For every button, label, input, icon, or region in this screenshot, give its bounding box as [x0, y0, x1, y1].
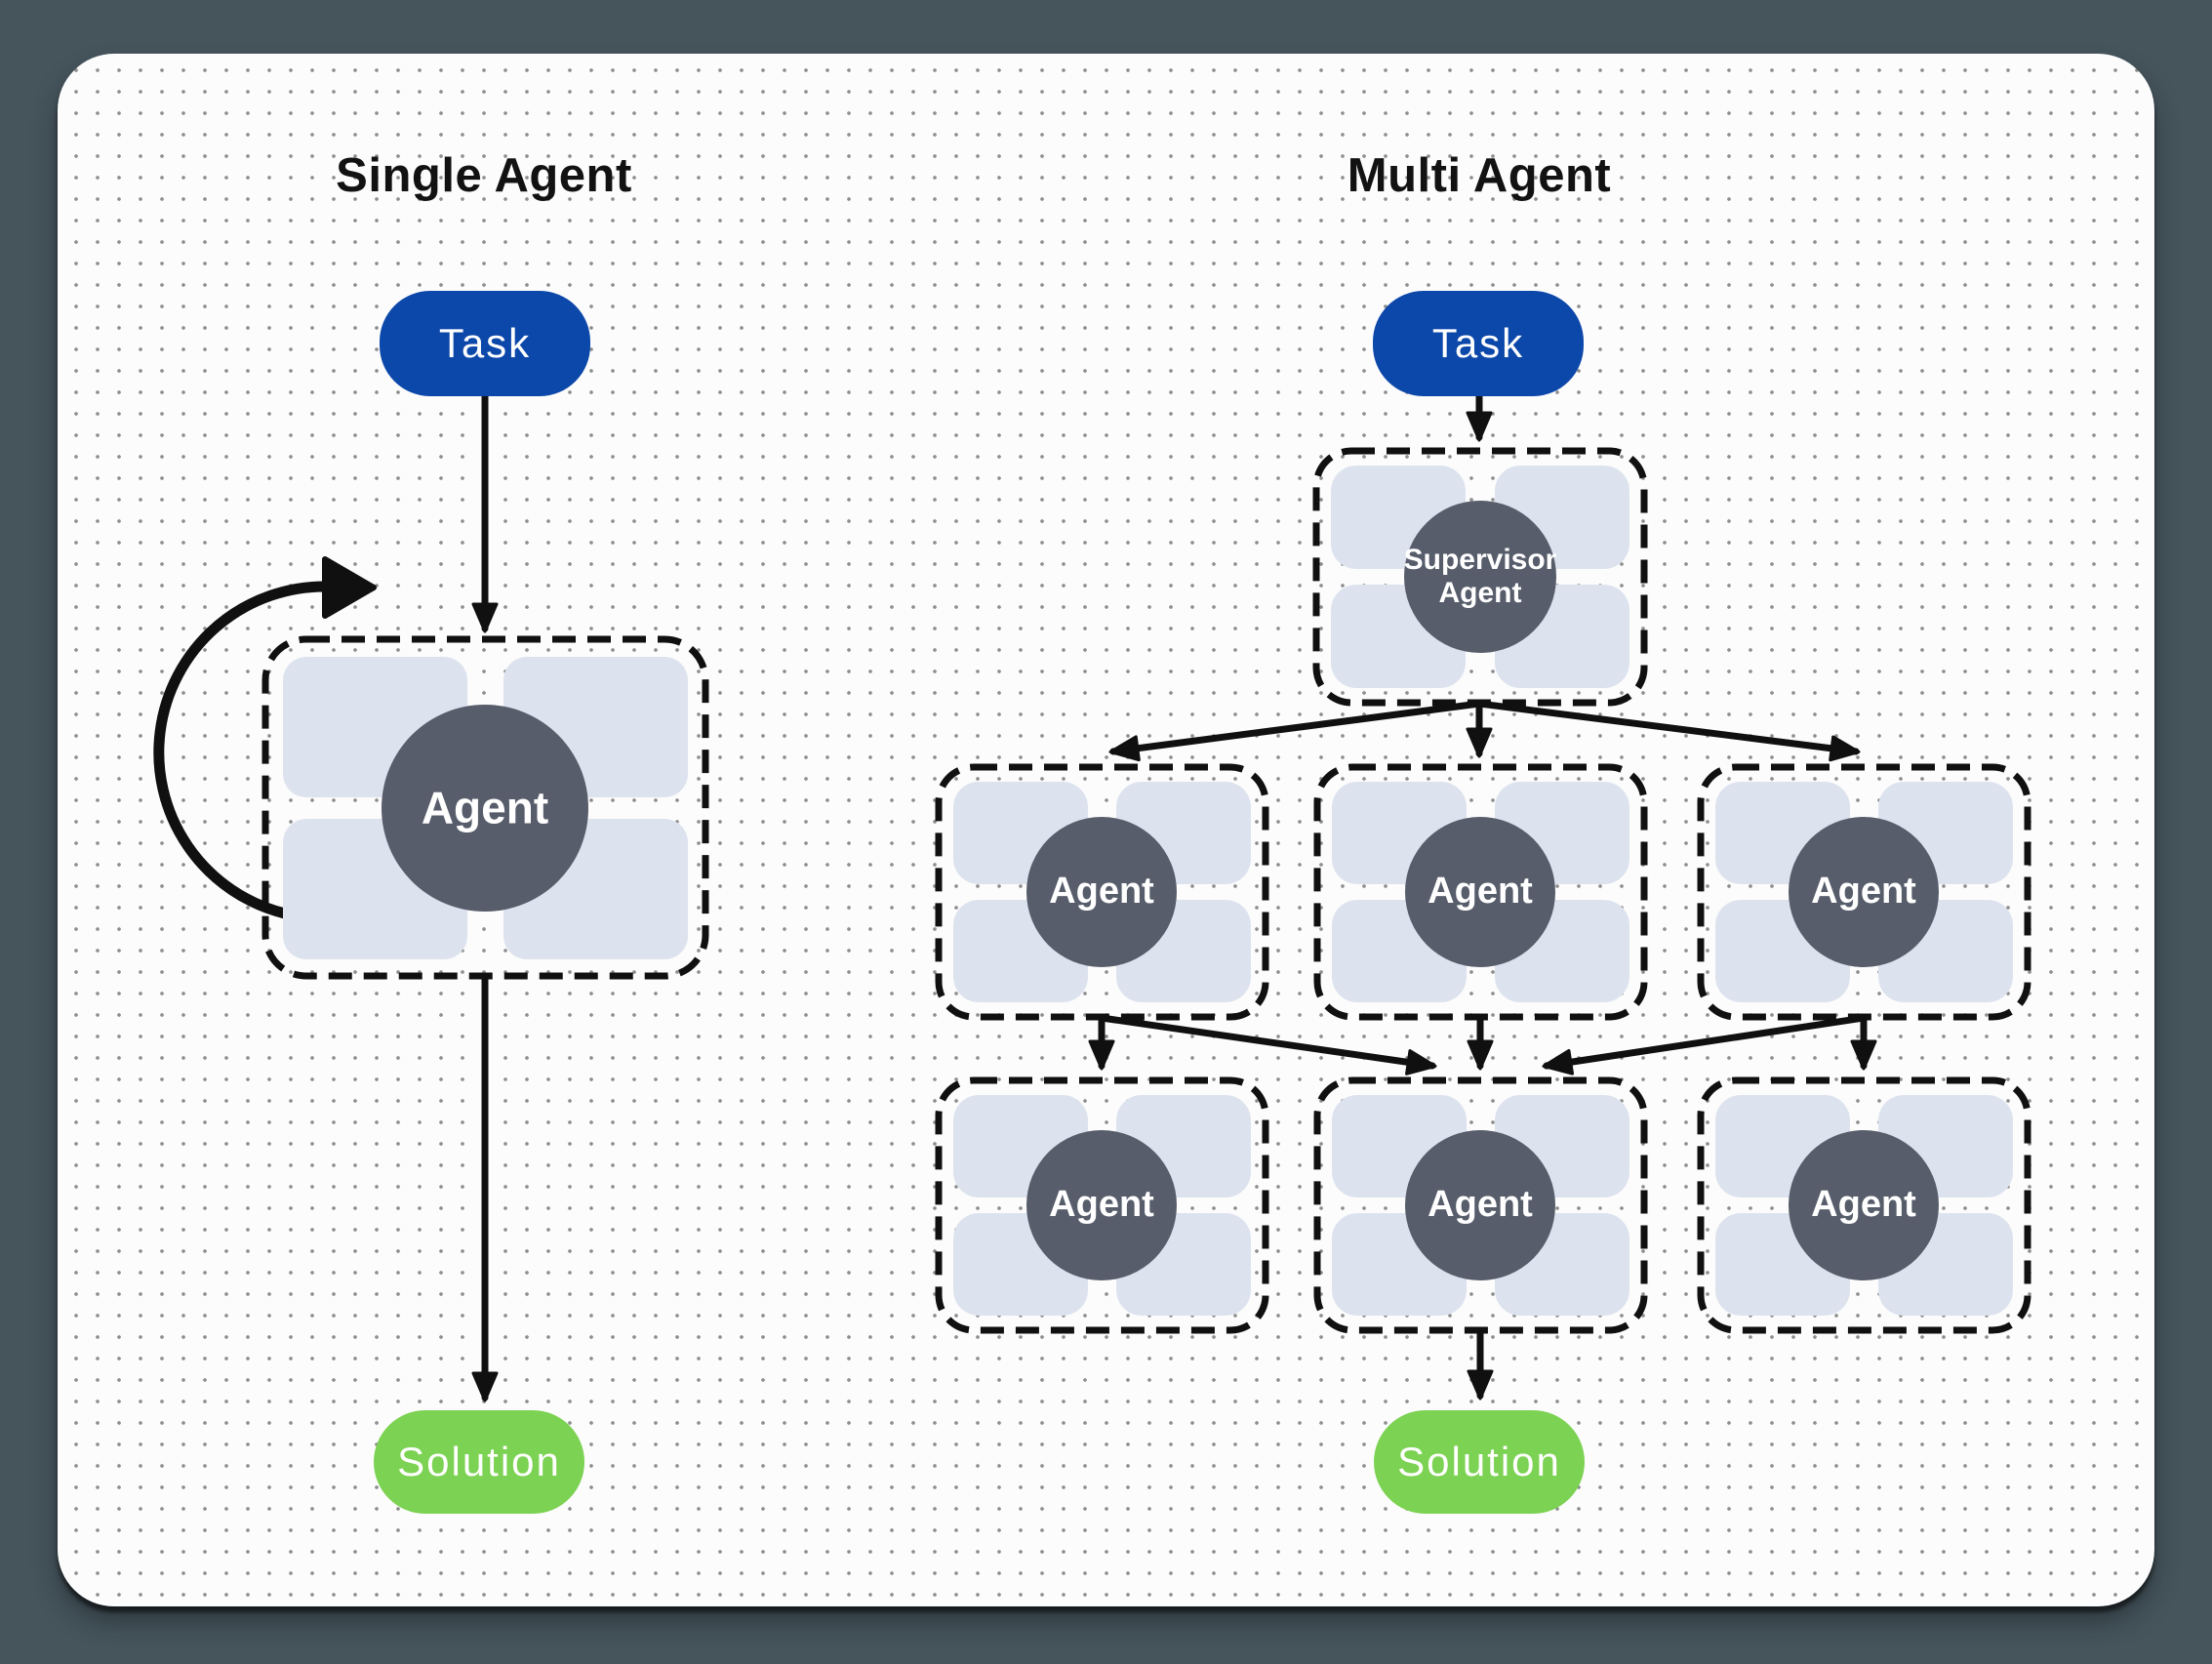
supervisor-agent-label: Supervisor Agent: [1373, 544, 1588, 610]
supervisor-label-line1: Supervisor: [1403, 544, 1557, 576]
single-agent-box: [261, 635, 709, 980]
single-task-pill: Task: [380, 291, 590, 396]
flow-arrows: [471, 392, 1877, 1402]
arrow-supervisor-to-agent3: [1475, 700, 1861, 762]
arrow-supervisor-to-agent1: [1108, 700, 1483, 762]
agent-box-4: [935, 1076, 1269, 1334]
agent-box-6: [1697, 1076, 2031, 1334]
agent-box-2: [1313, 763, 1648, 1021]
multi-solution-pill: Solution: [1374, 1410, 1585, 1514]
multi-task-pill: Task: [1373, 291, 1584, 396]
multi-agent-title: Multi Agent: [1347, 149, 1612, 202]
agent-label-6: Agent: [1811, 1184, 1916, 1226]
agent-label-1: Agent: [1049, 871, 1154, 913]
arrow-agent3-to-agent5: [1542, 1014, 1868, 1076]
supervisor-circle: [1404, 501, 1556, 653]
agent-label-2: Agent: [1428, 871, 1533, 913]
arrow-agent1-to-agent5: [1098, 1014, 1437, 1076]
self-loop-arrow: [153, 556, 377, 919]
agent-box-1: [935, 763, 1269, 1021]
agent-circle: [382, 705, 588, 912]
single-agent-label: Agent: [421, 782, 549, 833]
supervisor-label-line2: Agent: [1438, 577, 1522, 609]
agent-label-4: Agent: [1049, 1184, 1154, 1226]
agent-box-3: [1697, 763, 2031, 1021]
single-agent-title: Single Agent: [336, 149, 632, 202]
agent-label-5: Agent: [1428, 1184, 1533, 1226]
supervisor-agent-box: [1312, 447, 1648, 707]
agent-label-3: Agent: [1811, 871, 1916, 913]
single-solution-pill: Solution: [374, 1410, 584, 1514]
